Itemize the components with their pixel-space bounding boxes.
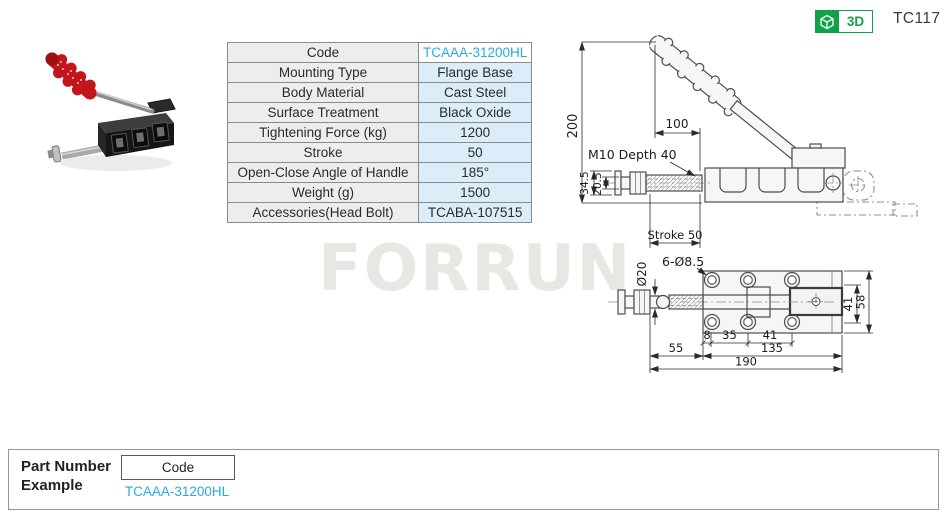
table-row: Mounting Type Flange Base (227, 62, 533, 83)
table-row: Body Material Cast Steel (227, 82, 533, 103)
thread-label: M10 Depth 40 (588, 147, 677, 162)
spec-value-code-link[interactable]: TCAAA-31200HL (417, 42, 533, 63)
photo-lever (85, 88, 155, 114)
spec-label: Weight (g) (227, 182, 419, 203)
handle (648, 35, 805, 164)
spec-label: Stroke (227, 142, 419, 163)
badge-3d[interactable]: 3D (815, 10, 873, 33)
part-number-example-title: Part Number Example (21, 458, 112, 494)
dim-20-5: 20.5 (592, 172, 604, 195)
dim-200: 200 (566, 114, 581, 139)
photo-grip (45, 52, 97, 100)
dim-35: 35 (722, 328, 737, 342)
dim-55: 55 (669, 341, 684, 355)
example-code-link[interactable]: TCAAA-31200HL (124, 484, 230, 499)
holes-label: 6-Ø8.5 (662, 254, 704, 269)
dim-8: 8 (703, 328, 710, 342)
dim-190: 190 (735, 355, 757, 369)
spec-value: Flange Base (417, 62, 533, 83)
spec-table: Code TCAAA-31200HL Mounting Type Flange … (227, 42, 533, 223)
table-row: Open-Close Angle of Handle 185° (227, 162, 533, 183)
head-bolt-rod (605, 170, 712, 196)
badge-3d-label: 3D (838, 11, 872, 32)
dim-rod-dia: Ø20 (635, 262, 649, 287)
dim-135: 135 (761, 341, 783, 355)
table-row: Weight (g) 1500 (227, 182, 533, 203)
spec-label: Code (227, 42, 419, 63)
table-row: Surface Treatment Black Oxide (227, 102, 533, 123)
side-view-dimensions: 200 100 34.5 20.5 M10 Depth 40 Stroke 50 (566, 41, 703, 248)
spec-label: Tightening Force (kg) (227, 122, 419, 143)
dim-100: 100 (666, 117, 689, 131)
page-code: TC117 (893, 10, 941, 27)
code-box: Code (121, 455, 235, 480)
dim-41: 41 (763, 328, 778, 342)
spec-value: Black Oxide (417, 102, 533, 123)
product-photo (45, 52, 176, 171)
table-row: Code TCAAA-31200HL (227, 42, 533, 63)
spec-label: Mounting Type (227, 62, 419, 83)
top-view-dimensions: Ø20 6-Ø8.5 8 35 41 55 135 190 (635, 254, 873, 373)
spec-value: Cast Steel (417, 82, 533, 103)
spec-label: Accessories(Head Bolt) (227, 202, 419, 223)
mounting-holes (707, 275, 797, 327)
table-row: Accessories(Head Bolt) TCABA-107515 (227, 202, 533, 223)
dim-34-5: 34.5 (579, 171, 591, 194)
dim-41-side: 41 (841, 297, 855, 312)
table-row: Stroke 50 (227, 142, 533, 163)
spec-label: Body Material (227, 82, 419, 103)
rod-top-view (608, 289, 834, 315)
stroke-label: Stroke 50 (648, 228, 703, 242)
photo-body (98, 98, 176, 157)
spec-label: Open-Close Angle of Handle (227, 162, 419, 183)
clamp-body (704, 143, 846, 203)
part-number-example-panel: Part Number Example Code TCAAA-31200HL (8, 449, 939, 510)
spec-value: 1200 (417, 122, 533, 143)
side-view-drawing: 200 100 34.5 20.5 M10 Depth 40 Stroke 50 (566, 35, 918, 248)
table-row: Tightening Force (kg) 1200 (227, 122, 533, 143)
spec-value: TCABA-107515 (417, 202, 533, 223)
watermark-logo: FORRUN (318, 232, 633, 306)
spec-value: 50 (417, 142, 533, 163)
top-view-drawing: Ø20 6-Ø8.5 8 35 41 55 135 190 (608, 254, 873, 373)
photo-shadow (60, 155, 172, 171)
spec-value: 1500 (417, 182, 533, 203)
cube-3d-icon (816, 11, 838, 32)
dim-58: 58 (854, 295, 868, 310)
photo-plunger (47, 144, 105, 163)
spec-value: 185° (417, 162, 533, 183)
spec-label: Surface Treatment (227, 102, 419, 123)
